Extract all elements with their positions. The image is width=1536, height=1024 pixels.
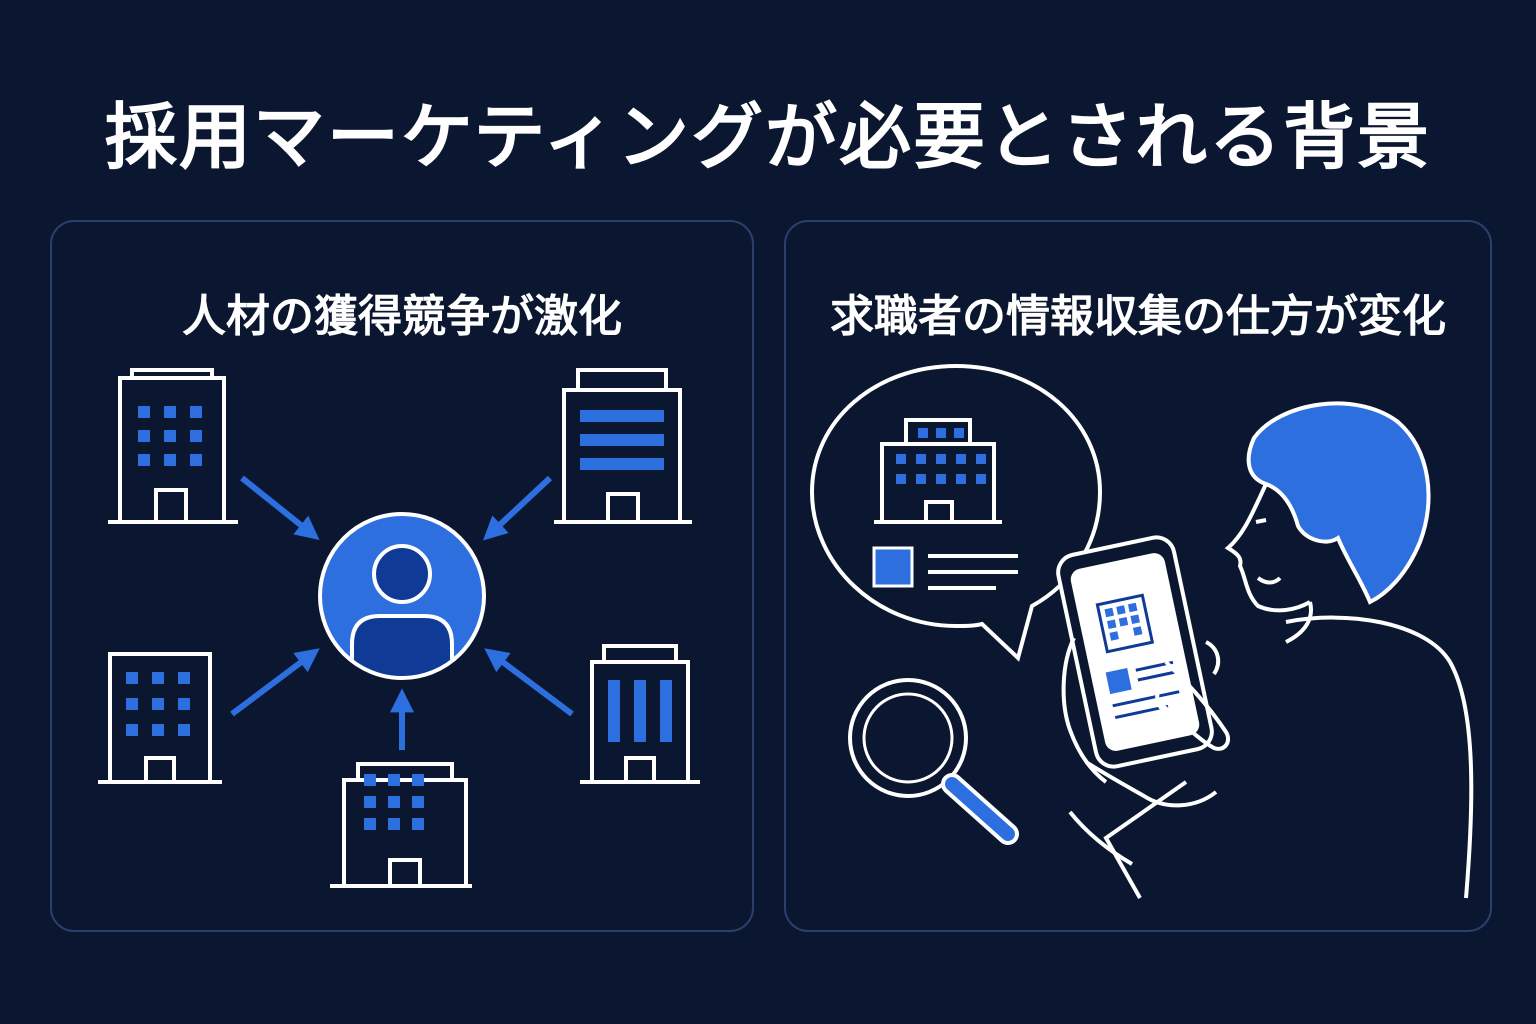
panel-info-gathering-heading: 求職者の情報収集の仕方が変化 [830, 291, 1446, 342]
panel-info-gathering: 求職者の情報収集の仕方が変化 [784, 220, 1492, 932]
competition-illustration [98, 368, 700, 888]
arrow-icon [240, 475, 320, 540]
arrow-icon [482, 475, 553, 541]
office-building-icon [108, 368, 238, 524]
smartphone-icon [1056, 535, 1231, 784]
page-title: 採用マーケティングが必要とされる背景 [104, 95, 1432, 179]
job-seeker-person-icon [1068, 401, 1474, 899]
magnifier-icon [848, 678, 1019, 845]
office-building-icon [580, 644, 700, 784]
panel-competition: 人材の獲得競争が激化 [50, 220, 754, 932]
info-gathering-illustration [809, 363, 1474, 899]
person-avatar-icon [318, 512, 486, 680]
office-building-icon [330, 762, 472, 888]
arrow-icon [484, 648, 574, 717]
speech-bubble-icon [809, 363, 1103, 662]
panel-competition-heading: 人材の獲得競争が激化 [182, 291, 622, 342]
office-building-icon [554, 368, 692, 524]
office-building-icon [98, 652, 222, 784]
arrow-icon [230, 648, 320, 717]
